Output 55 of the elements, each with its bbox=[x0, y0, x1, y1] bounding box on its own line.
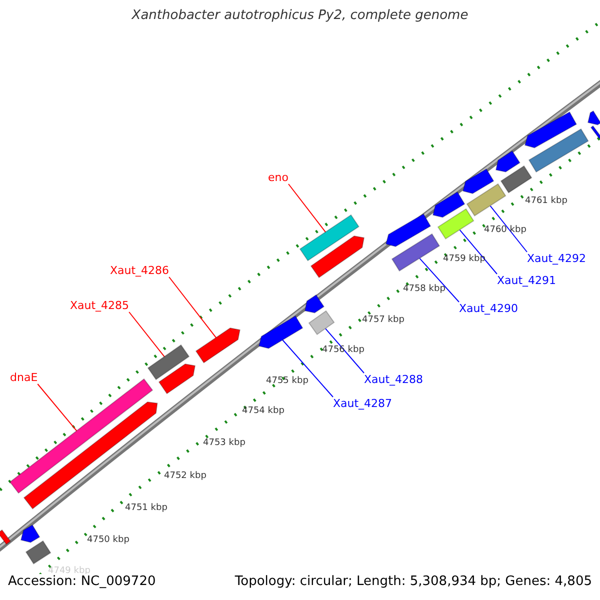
gene-feature bbox=[311, 236, 364, 278]
leader-line bbox=[325, 328, 364, 374]
gene-label: Xaut_4291 bbox=[497, 274, 556, 287]
leader-line bbox=[288, 184, 326, 233]
gene-feature bbox=[525, 112, 576, 148]
gene-label: Xaut_4288 bbox=[364, 373, 424, 386]
gene-feature bbox=[433, 192, 465, 218]
gene-feature bbox=[386, 214, 431, 246]
gene-feature bbox=[21, 524, 40, 542]
gene-label: Xaut_4287 bbox=[333, 397, 392, 410]
scale-label: 4759 kbp bbox=[443, 254, 486, 264]
gene-label: Xaut_4286 bbox=[110, 264, 170, 277]
title: Xanthobacter autotrophicus Py2, complete genome bbox=[132, 8, 468, 23]
gene-feature bbox=[0, 530, 10, 545]
leader-line bbox=[37, 384, 78, 432]
gene-feature bbox=[159, 364, 195, 394]
scale-label: 4760 kbp bbox=[484, 225, 526, 235]
leader-line bbox=[282, 340, 334, 398]
gene-feature bbox=[26, 541, 51, 564]
gene-label: Xaut_4285 bbox=[70, 299, 130, 312]
gene-feature bbox=[467, 184, 506, 216]
gene-feature bbox=[196, 328, 240, 363]
gene-feature bbox=[496, 151, 520, 172]
gene-feature bbox=[259, 316, 303, 348]
scale-label: 4756 kbp bbox=[322, 345, 364, 355]
gene-feature bbox=[308, 311, 334, 335]
gene-feature bbox=[588, 110, 600, 124]
leader-line bbox=[490, 205, 528, 252]
scale-label: 4758 kbp bbox=[403, 284, 446, 294]
gene-feature bbox=[305, 295, 324, 313]
gene-label: Xaut_4292 bbox=[527, 252, 586, 265]
gene-feature bbox=[463, 168, 494, 194]
accession-text: Accession: NC_009720 bbox=[8, 574, 156, 589]
scale-label: 4761 kbp bbox=[525, 196, 568, 206]
gene-feature bbox=[438, 209, 474, 239]
scale-label: 4754 kbp bbox=[242, 406, 284, 416]
genome-info-text: Topology: circular; Length: 5,308,934 bp; Genes: 4,805 bbox=[234, 574, 592, 589]
leader-line bbox=[168, 276, 217, 338]
leader-line bbox=[128, 312, 165, 358]
gene-label: eno bbox=[268, 171, 288, 184]
scale-label: 4750 kbp bbox=[87, 535, 130, 545]
gene-feature bbox=[148, 345, 189, 380]
leader-line bbox=[419, 258, 460, 302]
gene-feature bbox=[392, 234, 440, 271]
gene-feature bbox=[529, 128, 589, 172]
scale-label: 4757 kbp bbox=[362, 315, 404, 325]
gene-feature bbox=[300, 215, 359, 261]
gene-feature bbox=[501, 166, 532, 193]
leader-line bbox=[459, 229, 498, 274]
scale-label: 4752 kbp bbox=[164, 471, 206, 481]
scale-label: 4755 kbp bbox=[266, 376, 308, 386]
gene-label: Xaut_4290 bbox=[459, 302, 518, 315]
gene-label: dnaE bbox=[10, 371, 38, 384]
scale-label: 4751 kbp bbox=[125, 503, 168, 513]
scale-label: 4753 kbp bbox=[203, 438, 246, 448]
